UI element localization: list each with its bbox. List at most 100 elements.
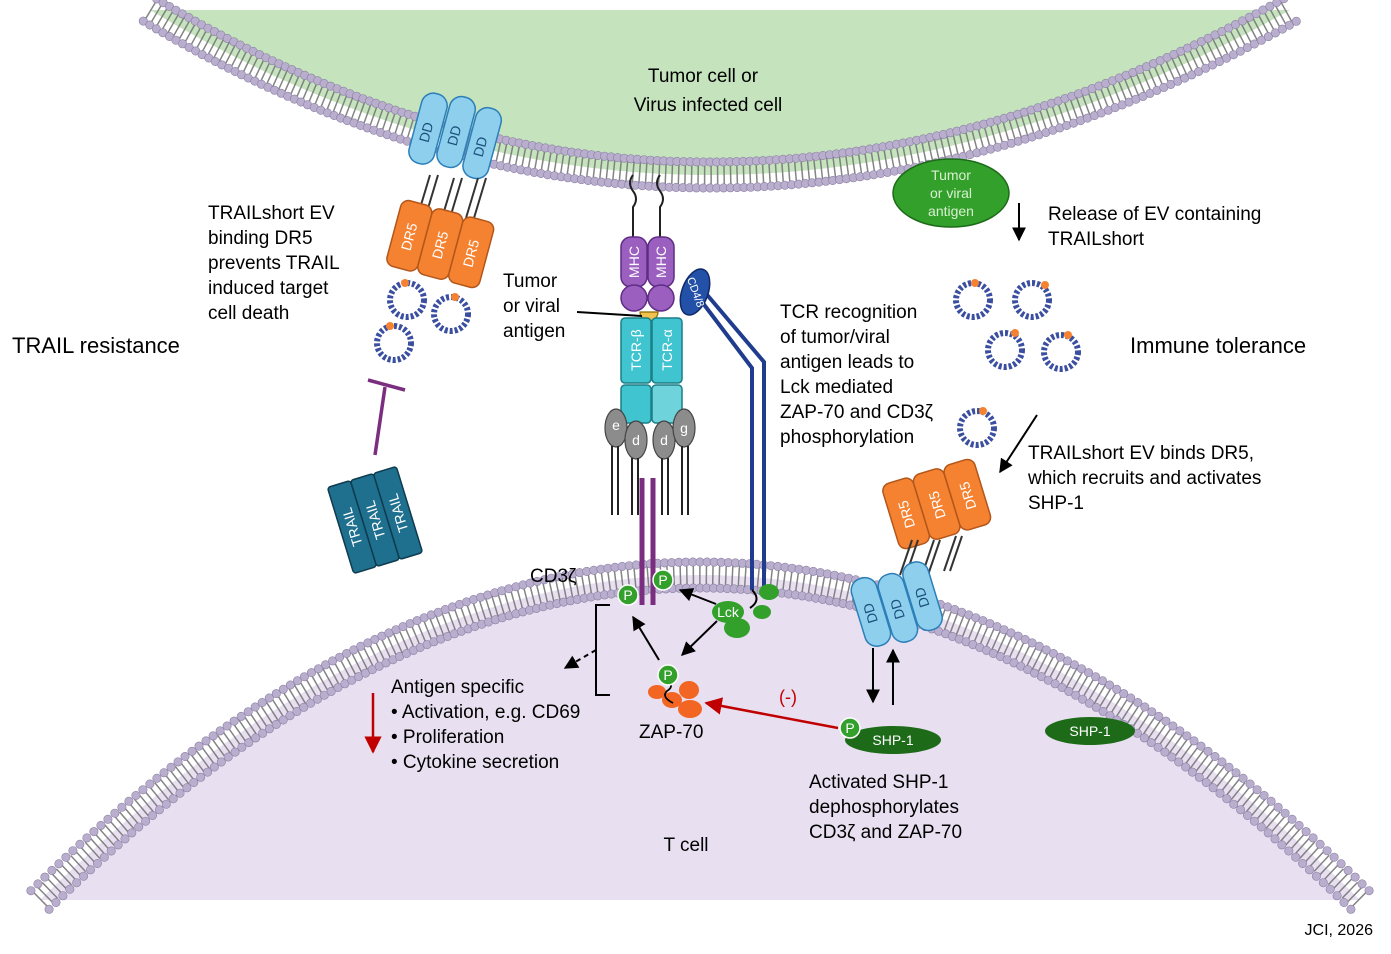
lipid-head <box>1084 668 1094 678</box>
lipid-head <box>1305 865 1315 875</box>
tumor-cell-label-1: Tumor cell or <box>648 66 759 87</box>
lipid-head <box>1181 762 1191 772</box>
dd-cluster-top-left: DD DD DD <box>408 92 503 180</box>
lipid-head <box>1208 783 1218 793</box>
lipid-head <box>1249 39 1259 49</box>
lipid-head <box>1222 794 1232 804</box>
lipid-head <box>328 656 338 666</box>
lipid-head <box>285 680 295 690</box>
lipid-head <box>1187 767 1197 777</box>
lipid-head <box>223 752 233 762</box>
lipid-head <box>187 746 197 756</box>
lipid-head <box>1251 9 1261 19</box>
lipid-head <box>127 828 137 838</box>
release-text-line: Release of EV containing <box>1048 204 1261 225</box>
lipid-head <box>1174 757 1184 767</box>
lipid-head <box>82 833 92 843</box>
lipid-head <box>299 702 309 712</box>
dd-cluster-right: DD DD DD <box>850 561 943 647</box>
lipid-head <box>44 904 54 914</box>
lipid-head <box>1078 694 1088 704</box>
cd3-e-label: e <box>612 417 620 433</box>
outcome-item: • Activation, e.g. CD69 <box>391 702 580 723</box>
lipid-head <box>1336 859 1346 869</box>
dr5-label: DR5 <box>460 237 483 268</box>
lipid-head <box>1256 35 1266 45</box>
lipid-head <box>1270 28 1280 38</box>
lipid-head <box>182 783 192 793</box>
tcr-text-line: of tumor/viral <box>780 327 890 348</box>
lipid-head <box>1126 693 1136 703</box>
lipid-head <box>1291 852 1301 862</box>
lipid-head <box>349 645 359 655</box>
lipid-head <box>312 694 322 704</box>
mhc-label: MHC <box>626 246 642 278</box>
lipid-head <box>1272 0 1282 7</box>
lipid-head <box>1055 652 1065 662</box>
dr5-label: DR5 <box>895 498 919 530</box>
lipid-head <box>1249 816 1259 826</box>
dr5-cluster-right: DR5 DR5 DR5 <box>882 458 992 550</box>
lipid-head <box>1263 32 1273 42</box>
lipid-head <box>96 820 106 830</box>
ev-text-line: TRAILshort EV <box>208 203 335 224</box>
binds-text-line: SHP-1 <box>1028 493 1084 514</box>
dr5-label: DR5 <box>925 489 949 521</box>
lipid-head <box>1350 872 1360 882</box>
lipid-head <box>1189 736 1199 746</box>
outcomes-list: Antigen specific • Activation, e.g. CD69… <box>391 677 580 773</box>
lipid-head <box>166 762 176 772</box>
lipid-head <box>209 762 219 772</box>
lipid-head <box>1167 752 1177 762</box>
lipid-head <box>1329 852 1339 862</box>
tcr-text-line: phosphorylation <box>780 427 914 448</box>
binding-arrow <box>999 414 1038 474</box>
inhibition-arrow <box>704 697 839 730</box>
lipid-head <box>1346 904 1356 914</box>
shp1-text-line: CD3ζ and ZAP-70 <box>809 822 962 843</box>
lipid-head <box>326 686 336 696</box>
lipid-head <box>306 668 316 678</box>
tcr-text-line: antigen leads to <box>780 352 914 373</box>
lipid-head <box>1091 672 1101 682</box>
lipid-head <box>1298 858 1308 868</box>
lipid-head <box>257 697 267 707</box>
lipid-head <box>138 785 148 795</box>
lipid-head <box>1357 879 1367 889</box>
lipid-head <box>292 706 302 716</box>
lipid-head <box>1279 0 1289 4</box>
lipid-head <box>161 799 171 809</box>
ev-vesicle <box>985 329 1025 370</box>
ev-text-line: induced target <box>208 278 329 299</box>
lipid-head <box>1203 746 1213 756</box>
dd-label: DD <box>444 124 465 148</box>
lipid-head <box>222 721 232 731</box>
lipid-head <box>1224 762 1234 772</box>
lck-label: Lck <box>717 604 740 620</box>
t-cell-body <box>40 575 1360 900</box>
zap70-kinase: P <box>648 664 702 718</box>
lipid-head <box>1315 839 1325 849</box>
lipid-head <box>1194 772 1204 782</box>
lipid-head <box>1139 733 1149 743</box>
lipid-head <box>1161 716 1171 726</box>
tcr-text-line: TCR recognition <box>780 302 917 323</box>
lipid-head <box>1210 751 1220 761</box>
lipid-head <box>1041 645 1051 655</box>
lipid-head <box>1277 24 1287 34</box>
tumor-cell-membrane <box>144 0 1296 186</box>
ev-vesicle <box>387 279 427 320</box>
lipid-head <box>1270 834 1280 844</box>
shp1-text-line: Activated SHP-1 <box>809 772 948 793</box>
lipid-head <box>1229 799 1239 809</box>
lipid-head <box>216 757 226 767</box>
lck-kinase: Lck <box>712 584 779 638</box>
lipid-head <box>1265 1 1275 11</box>
antigen-ellipse-text: antigen <box>928 203 974 219</box>
outcome-item: • Cytokine secretion <box>391 752 559 773</box>
lipid-head <box>1196 741 1206 751</box>
ev-text-line: cell death <box>208 303 289 324</box>
tcr-text-line: Lck mediated <box>780 377 893 398</box>
inhibition-sign: (-) <box>779 687 797 707</box>
cd3-g-label: g <box>680 420 688 436</box>
